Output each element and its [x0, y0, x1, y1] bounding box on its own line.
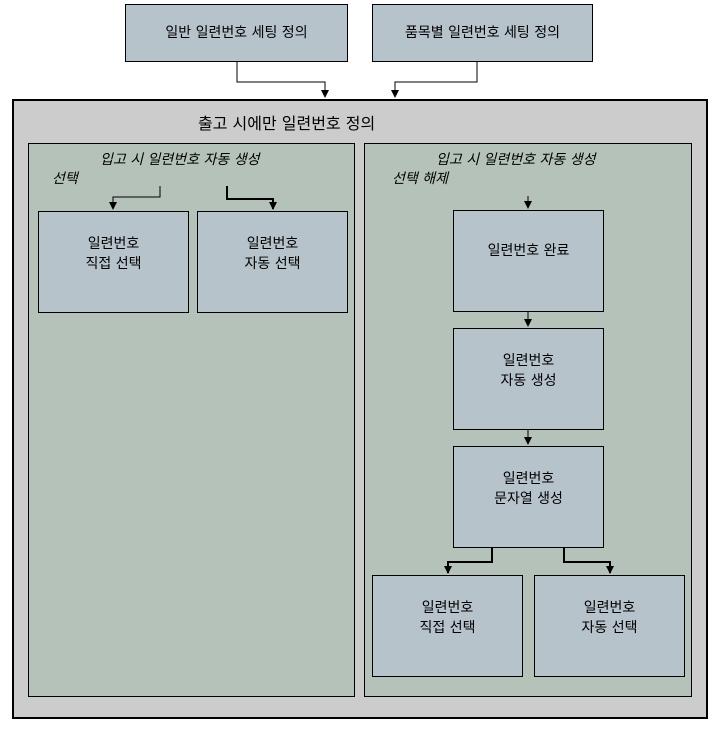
- connector-string-to-direct: [444, 548, 493, 574]
- left-panel-heading-sub: 선택: [52, 171, 78, 187]
- serial-complete-step: 일련번호 완료: [453, 210, 604, 312]
- left-panel-heading: 입고 시 일련번호 자동 생성: [100, 152, 260, 168]
- connector-string-to-auto: [563, 548, 614, 574]
- connector-general-to-outbound: [236, 62, 329, 98]
- right-panel-heading-sub: 선택 해제: [392, 171, 448, 187]
- left-auto-select-box: 일련번호 자동 선택: [197, 211, 348, 313]
- general-serial-setting-box: 일반 일련번호 세팅 정의: [125, 4, 348, 62]
- serial-string-generate-step: 일련번호 문자열 생성: [453, 446, 604, 548]
- left-direct-select-box: 일련번호 직접 선택: [38, 211, 189, 313]
- right-auto-select-box: 일련번호 자동 선택: [534, 575, 685, 677]
- connector-item-to-outbound: [391, 62, 478, 98]
- right-direct-select-box: 일련번호 직접 선택: [372, 575, 523, 677]
- outbound-only-title: 출고 시에만 일련번호 정의: [198, 114, 376, 133]
- connector-left-to-direct: [109, 186, 161, 210]
- item-serial-setting-box: 품목별 일련번호 세팅 정의: [372, 4, 593, 62]
- connector-left-to-auto: [226, 186, 277, 210]
- serial-auto-generate-step: 일련번호 자동 생성: [453, 328, 604, 430]
- right-panel-heading: 입고 시 일련번호 자동 생성: [436, 152, 596, 168]
